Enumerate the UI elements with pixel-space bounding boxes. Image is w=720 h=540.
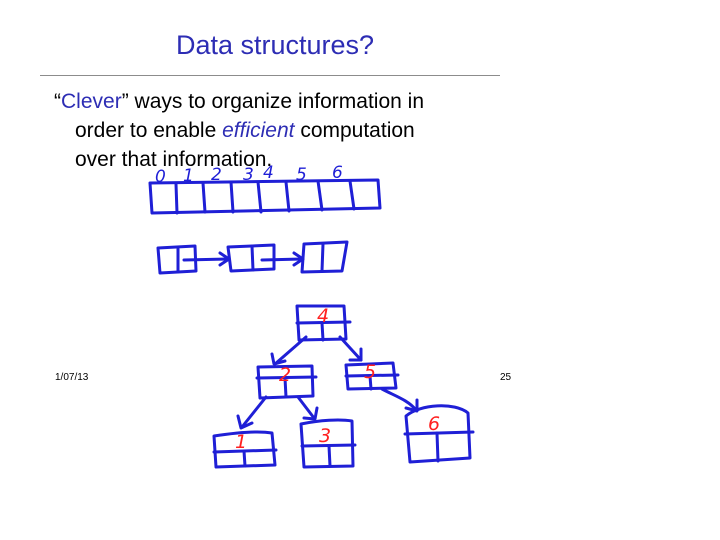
bullet-line-2: order to enable efficient computation <box>54 116 514 145</box>
line2-post: computation <box>294 119 415 142</box>
tree-key-left-right: 3 <box>319 425 331 447</box>
array-index-1: 1 <box>183 166 194 186</box>
array-sketch: 0 1 2 3 4 5 6 <box>148 163 382 215</box>
line2-pre: order to enable <box>75 119 223 142</box>
tree-key-right-right: 6 <box>428 413 440 435</box>
tree-key-right: 5 <box>364 361 376 383</box>
tree-key-left: 2 <box>279 364 291 386</box>
array-index-0: 0 <box>155 167 166 187</box>
quote-open: “ <box>54 90 61 113</box>
array-index-4: 4 <box>263 163 274 183</box>
tree-key-left-left: 1 <box>235 431 247 453</box>
array-index-3: 3 <box>243 165 254 185</box>
slide-title: Data structures? <box>175 30 375 60</box>
title-divider <box>40 75 500 76</box>
tree-key-root: 4 <box>317 305 329 327</box>
footer-date: 1/07/13 <box>55 372 89 383</box>
array-index-6: 6 <box>332 163 343 183</box>
quote-close: ” <box>121 90 129 113</box>
array-index-2: 2 <box>211 165 222 185</box>
array-index-5: 5 <box>296 165 307 185</box>
linked-list-sketch <box>156 240 349 275</box>
bullet-line-3: over that information. <box>75 148 273 171</box>
bullet-text: “Clever” ways to organize information in… <box>54 87 514 174</box>
line1-rest: ways to organize information in <box>128 90 424 113</box>
bullet-line-1: “Clever” ways to organize information in <box>54 87 514 116</box>
binary-tree-sketch: 4 2 5 1 3 <box>212 304 475 469</box>
footer-page-number: 25 <box>500 372 512 383</box>
clever-word: Clever <box>61 90 122 113</box>
efficient-word: efficient <box>222 119 295 142</box>
